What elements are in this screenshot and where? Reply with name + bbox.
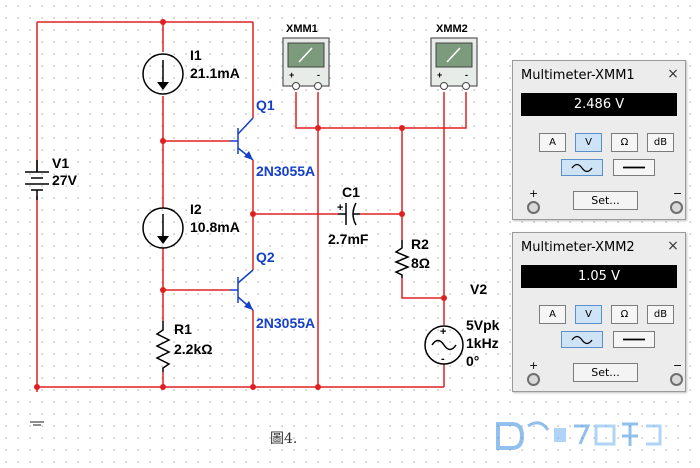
mode-ammeter-button[interactable]: A bbox=[539, 133, 566, 152]
set-button[interactable]: Set... bbox=[573, 363, 638, 382]
v2-name: V2 bbox=[470, 281, 487, 297]
multimeter-xmm2-instrument[interactable]: + - bbox=[430, 37, 478, 90]
q2-emitter-arrow-icon bbox=[244, 301, 253, 310]
svg-text:-: - bbox=[317, 70, 320, 80]
svg-text:-: - bbox=[465, 70, 468, 80]
close-icon[interactable]: × bbox=[667, 66, 679, 82]
svg-text:+: + bbox=[289, 70, 294, 80]
i1-value: 21.1mA bbox=[190, 65, 240, 81]
v2-frequency: 1kHz bbox=[466, 335, 499, 351]
q2-name: Q2 bbox=[256, 249, 275, 265]
multimeter-xmm1-panel[interactable]: Multimeter-XMM1 × 2.486 V A V Ω dB + − S… bbox=[512, 60, 686, 220]
r1-name: R1 bbox=[174, 321, 192, 337]
mode-voltmeter-button[interactable]: V bbox=[575, 133, 602, 152]
r2-name: R2 bbox=[411, 236, 429, 252]
dc-mode-button[interactable] bbox=[613, 331, 655, 348]
c1-plus-sign: + bbox=[337, 202, 343, 214]
v1-value: 27V bbox=[52, 172, 78, 188]
multimeter-xmm1-instrument[interactable]: + - bbox=[282, 37, 330, 90]
mode-decibel-button[interactable]: dB bbox=[647, 133, 674, 152]
i2-value: 10.8mA bbox=[190, 219, 240, 235]
ac-mode-button[interactable] bbox=[561, 159, 603, 176]
v2-amplitude: 5Vpk bbox=[466, 317, 500, 333]
resistor-r2-symbol[interactable] bbox=[394, 240, 410, 278]
xmm1-name: XMM1 bbox=[286, 23, 318, 35]
mode-ohmmeter-button[interactable]: Ω bbox=[611, 305, 638, 324]
minus-terminal-label: − bbox=[673, 187, 683, 200]
dc-line-icon bbox=[623, 166, 645, 169]
r2-value: 8Ω bbox=[411, 255, 430, 271]
mode-voltmeter-button[interactable]: V bbox=[575, 305, 602, 324]
minus-terminal[interactable] bbox=[670, 201, 683, 214]
figure-caption: 圖4. bbox=[270, 431, 298, 447]
sine-wave-icon bbox=[571, 335, 593, 345]
dc-line-icon bbox=[623, 338, 645, 341]
reading-display: 2.486 V bbox=[521, 93, 677, 116]
i2-name: I2 bbox=[190, 201, 202, 217]
i1-arrow-icon bbox=[157, 82, 169, 90]
minus-terminal[interactable] bbox=[670, 373, 683, 386]
capacitor-c1-symbol[interactable] bbox=[338, 202, 360, 226]
mode-decibel-button[interactable]: dB bbox=[647, 305, 674, 324]
ac-source-v2-symbol[interactable] bbox=[424, 325, 464, 365]
ac-mode-button[interactable] bbox=[561, 331, 603, 348]
reading-display: 1.05 V bbox=[521, 265, 677, 288]
watermark-logo bbox=[496, 421, 662, 450]
v1-name: V1 bbox=[52, 155, 69, 171]
plus-terminal-label: + bbox=[529, 359, 539, 372]
i2-arrow-icon bbox=[157, 236, 169, 244]
q1-model: 2N3055A bbox=[256, 163, 315, 179]
mode-ammeter-button[interactable]: A bbox=[539, 305, 566, 324]
v2-phase: 0° bbox=[466, 353, 479, 369]
mode-ohmmeter-button[interactable]: Ω bbox=[611, 133, 638, 152]
r1-value: 2.2kΩ bbox=[174, 341, 212, 357]
plus-terminal[interactable] bbox=[527, 373, 540, 386]
c1-value: 2.7mF bbox=[328, 231, 369, 247]
ground-icon bbox=[30, 421, 44, 426]
multimeter-xmm2-panel[interactable]: Multimeter-XMM2 × 1.05 V A V Ω dB + − Se… bbox=[512, 232, 686, 392]
current-source-i2-symbol[interactable] bbox=[142, 207, 184, 249]
close-icon[interactable]: × bbox=[667, 238, 679, 254]
q1-emitter-arrow-icon bbox=[244, 151, 253, 160]
junction-dots bbox=[34, 19, 447, 390]
q1-name: Q1 bbox=[256, 97, 275, 113]
sine-wave-icon bbox=[571, 163, 593, 173]
q2-model: 2N3055A bbox=[256, 315, 315, 331]
panel-title: Multimeter-XMM2 × bbox=[513, 233, 685, 263]
resistor-r1-symbol[interactable] bbox=[155, 321, 171, 372]
set-button[interactable]: Set... bbox=[573, 191, 638, 210]
i1-name: I1 bbox=[190, 47, 202, 63]
plus-terminal[interactable] bbox=[527, 201, 540, 214]
dc-mode-button[interactable] bbox=[613, 159, 655, 176]
panel-title-text: Multimeter-XMM1 bbox=[521, 68, 635, 83]
current-source-i1-symbol[interactable] bbox=[142, 53, 184, 95]
battery-v1-symbol[interactable] bbox=[25, 160, 49, 200]
c1-name: C1 bbox=[342, 184, 360, 200]
xmm2-name: XMM2 bbox=[436, 23, 468, 35]
minus-terminal-label: − bbox=[673, 359, 683, 372]
panel-title: Multimeter-XMM1 × bbox=[513, 61, 685, 91]
plus-terminal-label: + bbox=[529, 187, 539, 200]
v2-plus-sign: + bbox=[440, 326, 446, 338]
svg-text:+: + bbox=[437, 70, 442, 80]
panel-title-text: Multimeter-XMM2 bbox=[521, 240, 635, 255]
v2-minus-sign: - bbox=[441, 353, 445, 365]
